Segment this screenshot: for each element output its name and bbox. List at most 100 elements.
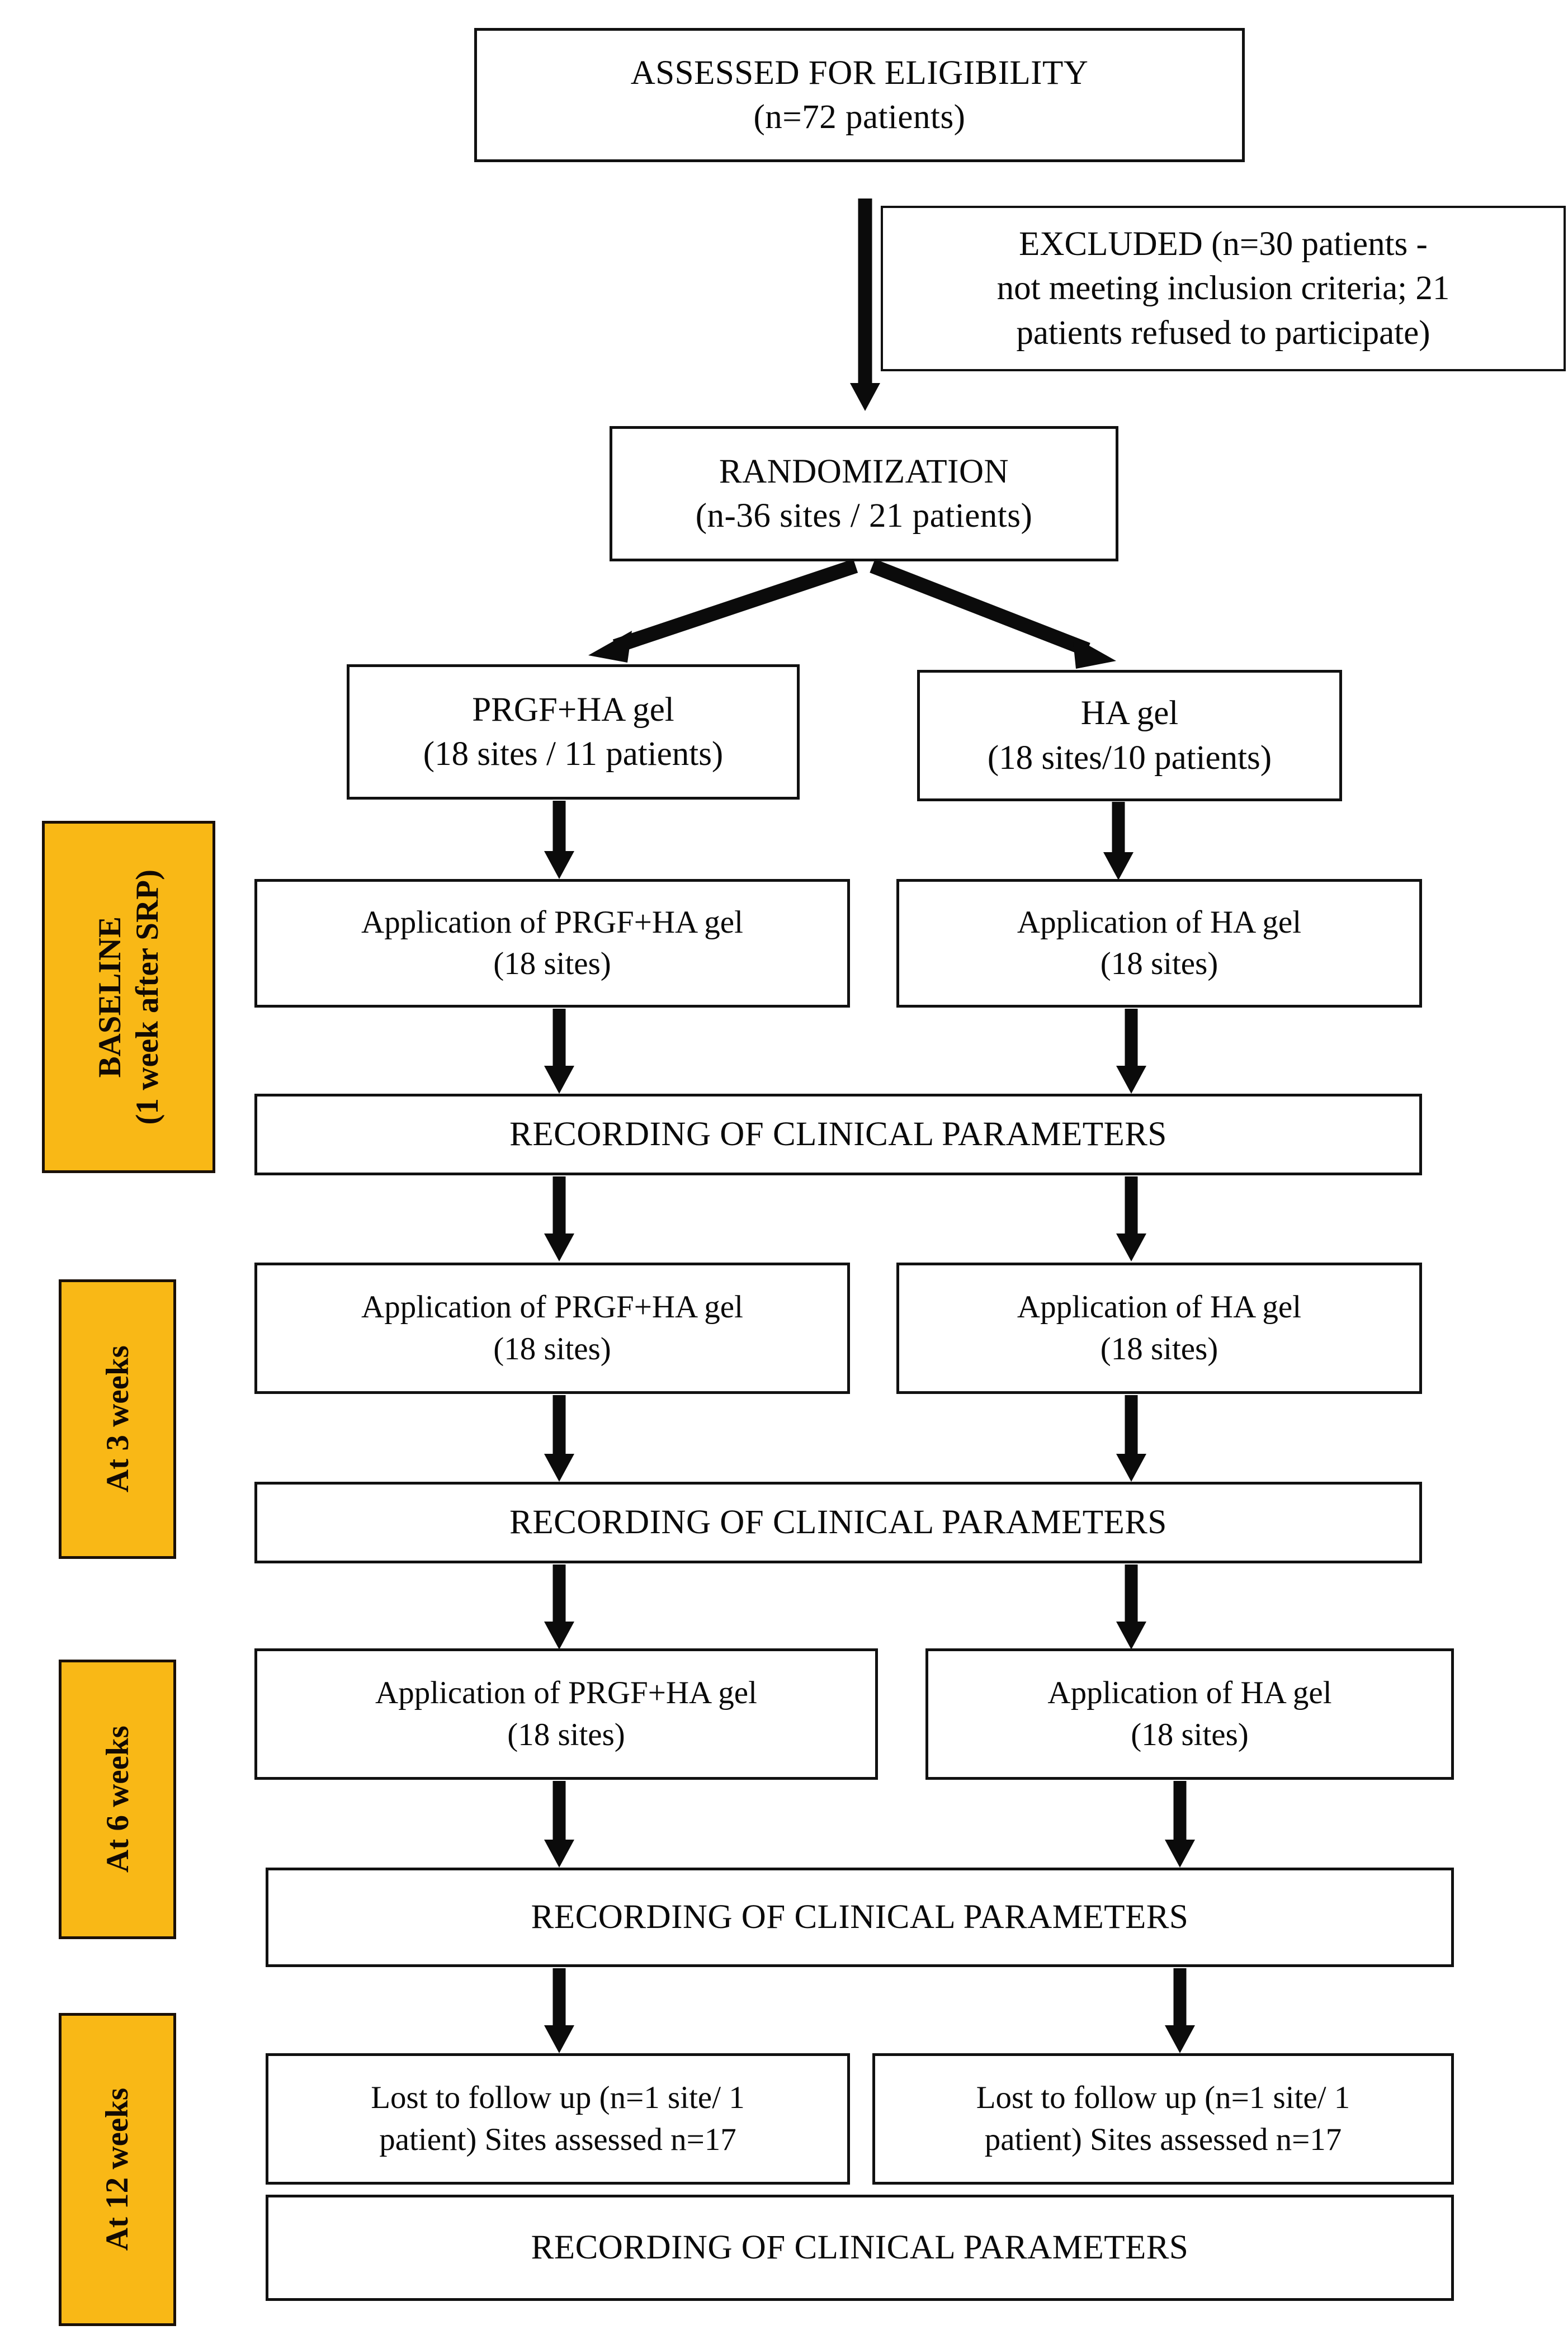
arrow-shaft [1173,1968,1187,2029]
stage-label-baseline: BASELINE (1 week after SRP) [42,821,215,1173]
excluded-line-2: not meeting inclusion criteria; 21 [996,270,1450,308]
arrow-shaft [1112,802,1125,856]
arrow-randomization-to-control-arm [870,559,1116,669]
arrow-head [1165,1840,1195,1868]
node-application-prgf-6w: Application of PRGF+HA gel (18 sites) [254,1648,878,1780]
application-control-baseline-line-2: (18 sites) [1100,946,1218,981]
excluded-line-3: patients refused to participate) [1016,314,1430,352]
arrow-application-control-6w-to-recording [1165,1781,1195,1868]
arrow-recording-baseline-to-application-test-3w [544,1176,574,1261]
stage-week-6-text: At 6 weeks [98,1726,136,1873]
application-test-3w-line-2: (18 sites) [493,1331,611,1367]
arrow-shaft [552,1009,566,1069]
application-control-6w-line-2: (18 sites) [1131,1717,1249,1752]
arrow-shaft [552,1781,566,1843]
stage-week-3-line-1: At 3 weeks [100,1345,135,1493]
application-control-3w-line-2: (18 sites) [1100,1331,1218,1367]
arrow-shaft [1125,1565,1138,1625]
node-recording-6w: RECORDING OF CLINICAL PARAMETERS [266,1868,1454,1967]
node-application-prgf-baseline: Application of PRGF+HA gel (18 sites) [254,879,850,1008]
node-recording-12w: RECORDING OF CLINICAL PARAMETERS [266,2195,1454,2301]
arrow-shaft [552,1176,566,1237]
arrow-recording-6w-to-lost-control-12w [1165,1968,1195,2053]
arrow-head [850,383,880,411]
lost-control-12w-line-1: Lost to follow up (n=1 site/ 1 [976,2080,1350,2116]
arrow-application-test-3w-to-recording [544,1395,574,1482]
node-application-prgf-3w: Application of PRGF+HA gel (18 sites) [254,1263,850,1394]
arrow-shaft [858,198,872,384]
arrow-head [1116,1233,1146,1261]
lost-test-12w-line-1: Lost to follow up (n=1 site/ 1 [371,2080,745,2116]
recording-baseline-line-1: RECORDING OF CLINICAL PARAMETERS [509,1116,1167,1154]
arrow-application-control-3w-to-recording [1116,1395,1146,1482]
application-test-3w-line-1: Application of PRGF+HA gel [361,1289,743,1325]
arrow-head [1103,852,1134,880]
arm-test-line-2: (18 sites / 11 patients) [423,735,724,773]
arrow-recording-6w-to-lost-test-12w [544,1968,574,2053]
arrow-shaft [552,1968,566,2029]
arm-control-line-2: (18 sites/10 patients) [987,739,1272,777]
arrow-application-test-6w-to-recording [544,1781,574,1868]
node-recording-baseline: RECORDING OF CLINICAL PARAMETERS [254,1094,1422,1175]
stage-week-3-text: At 3 weeks [98,1346,136,1493]
recording-12w-line-1: RECORDING OF CLINICAL PARAMETERS [531,2229,1189,2267]
arrow-control-arm-to-application-baseline [1103,802,1134,880]
arm-test-line-1: PRGF+HA gel [472,691,674,729]
arrow-head [1116,1066,1146,1094]
randomization-line-2: (n-36 sites / 21 patients) [695,497,1033,535]
assessed-line-2: (n=72 patients) [753,98,966,136]
application-test-baseline-line-2: (18 sites) [493,946,611,981]
arrow-application-test-baseline-to-recording [544,1009,574,1094]
recording-3w-line-1: RECORDING OF CLINICAL PARAMETERS [509,1504,1167,1542]
application-test-baseline-line-1: Application of PRGF+HA gel [361,904,743,940]
stage-label-week-12: At 12 weeks [59,2013,176,2326]
stage-baseline-line-2: (1 week after SRP) [130,869,166,1125]
lost-test-12w-line-2: patient) Sites assessed n=17 [379,2121,736,2157]
application-test-6w-line-1: Application of PRGF+HA gel [375,1675,757,1711]
arrow-head [544,2025,574,2053]
node-application-ha-6w: Application of HA gel (18 sites) [925,1648,1454,1780]
arrow-shaft [552,1565,566,1625]
randomization-line-1: RANDOMIZATION [719,452,1009,490]
arrow-shaft [1125,1009,1138,1069]
recording-6w-line-1: RECORDING OF CLINICAL PARAMETERS [531,1898,1189,1936]
stage-week-12-text: At 12 weeks [98,2088,136,2251]
arrow-head [544,851,574,879]
arrow-eligibility-to-randomization [850,198,880,411]
arrow-shaft [1173,1781,1187,1843]
node-arm-prgf-ha-gel: PRGF+HA gel (18 sites / 11 patients) [347,664,800,800]
stage-week-6-line-1: At 6 weeks [100,1726,135,1873]
node-application-ha-3w: Application of HA gel (18 sites) [896,1263,1422,1394]
arrow-head [1165,2025,1195,2053]
stage-label-week-3: At 3 weeks [59,1279,176,1559]
arrow-head [544,1840,574,1868]
arrow-head [544,1622,574,1650]
arrow-application-control-baseline-to-recording [1116,1009,1146,1094]
stage-baseline-line-1: BASELINE [92,916,127,1078]
node-application-ha-baseline: Application of HA gel (18 sites) [896,879,1422,1008]
arrow-head [544,1233,574,1261]
arrow-recording-3w-to-application-test-6w [544,1565,574,1650]
arrow-head [1116,1622,1146,1650]
arrow-test-arm-to-application-baseline [544,801,574,879]
arrow-shaft [1125,1395,1138,1457]
arrow-recording-3w-to-application-control-6w [1116,1565,1146,1650]
node-randomization: RANDOMIZATION (n-36 sites / 21 patients) [610,426,1118,561]
arrow-randomization-to-test-arm [588,559,858,663]
arrow-head [544,1066,574,1094]
node-arm-ha-gel: HA gel (18 sites/10 patients) [917,670,1342,801]
arrow-head [1116,1454,1146,1482]
stage-label-week-6: At 6 weeks [59,1660,176,1939]
stage-baseline-text: BASELINE (1 week after SRP) [91,869,167,1124]
arrow-shaft [552,1395,566,1457]
node-recording-3w: RECORDING OF CLINICAL PARAMETERS [254,1482,1422,1563]
arrow-shaft [1125,1176,1138,1237]
excluded-line-1: EXCLUDED (n=30 patients - [1019,225,1428,263]
stage-week-12-line-1: At 12 weeks [100,2088,135,2251]
arm-control-line-1: HA gel [1080,694,1179,732]
arrow-recording-baseline-to-application-control-3w [1116,1176,1146,1261]
application-control-baseline-line-1: Application of HA gel [1017,904,1302,940]
node-excluded: EXCLUDED (n=30 patients - not meeting in… [881,206,1566,371]
application-control-3w-line-1: Application of HA gel [1017,1289,1302,1325]
